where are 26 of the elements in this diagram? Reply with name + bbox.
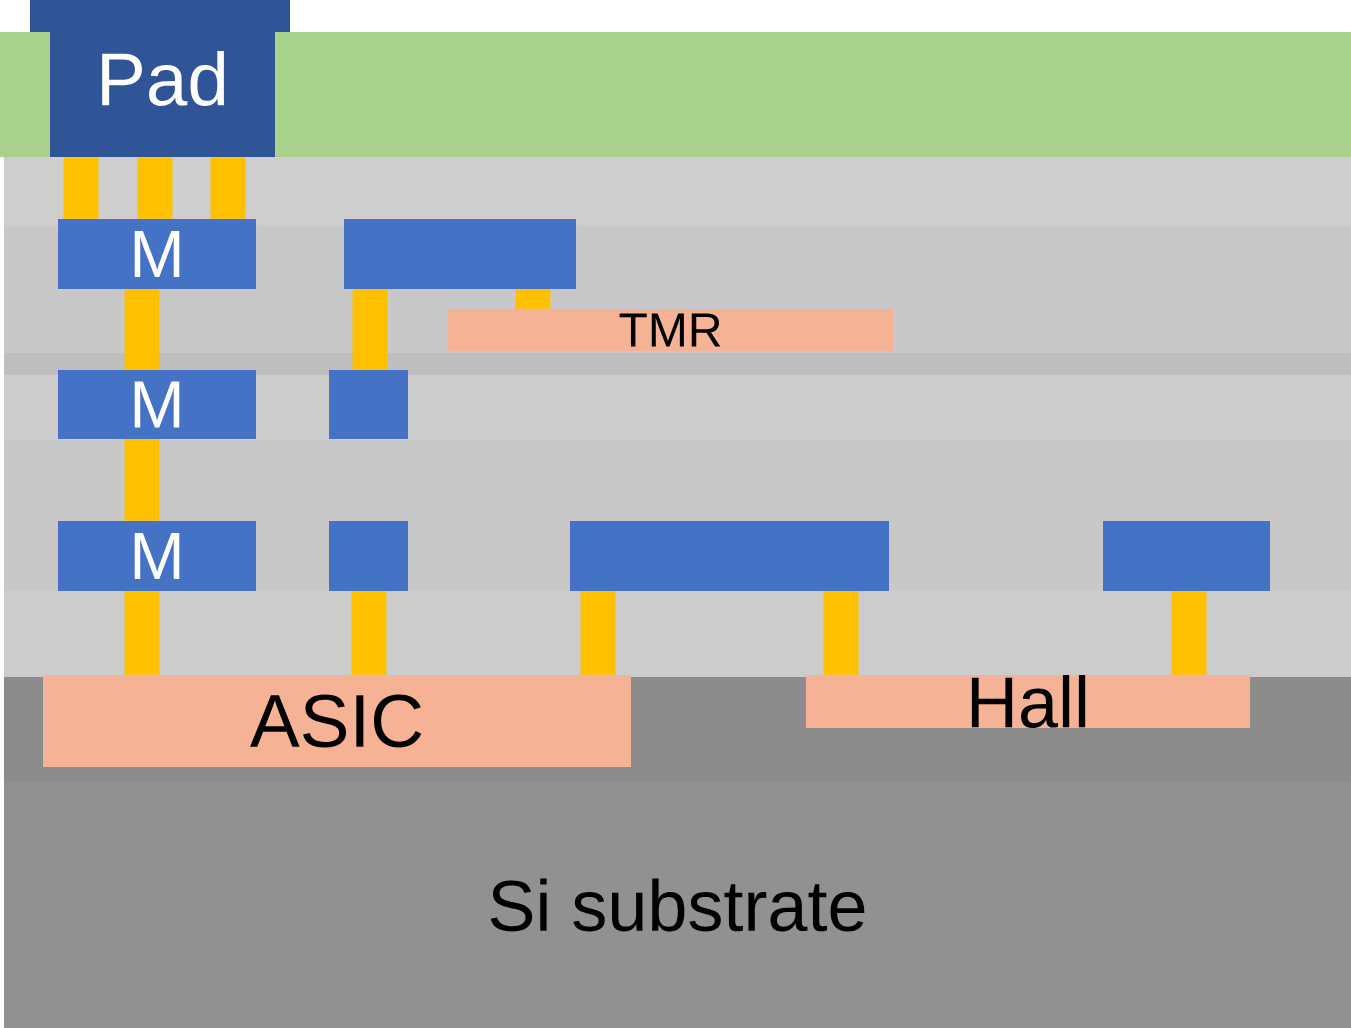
metal-box: [344, 219, 576, 289]
sensor-box: Hall: [806, 675, 1250, 728]
via: [515, 289, 551, 309]
via: [137, 157, 173, 219]
metal-box: [329, 521, 408, 591]
via: [210, 157, 246, 219]
via: [823, 591, 859, 675]
via: [124, 591, 160, 675]
substrate-layer: Si substrate: [4, 782, 1351, 1028]
sensor-box: ASIC: [43, 675, 631, 767]
via: [124, 439, 160, 521]
metal-box: M: [58, 370, 256, 439]
bond-pad: Pad: [30, 0, 290, 157]
metal-box: M: [58, 521, 256, 591]
metal-box: M: [58, 219, 256, 289]
via: [124, 289, 160, 370]
via: [580, 591, 616, 675]
via: [63, 157, 99, 219]
via: [351, 591, 387, 675]
node-label: Si substrate: [490, 878, 865, 932]
via: [1171, 591, 1207, 675]
sensor-box: TMR: [448, 309, 893, 351]
metal-box: [329, 370, 408, 439]
metal-box: [1103, 521, 1270, 591]
metal-box: [570, 521, 889, 591]
via: [352, 289, 388, 370]
